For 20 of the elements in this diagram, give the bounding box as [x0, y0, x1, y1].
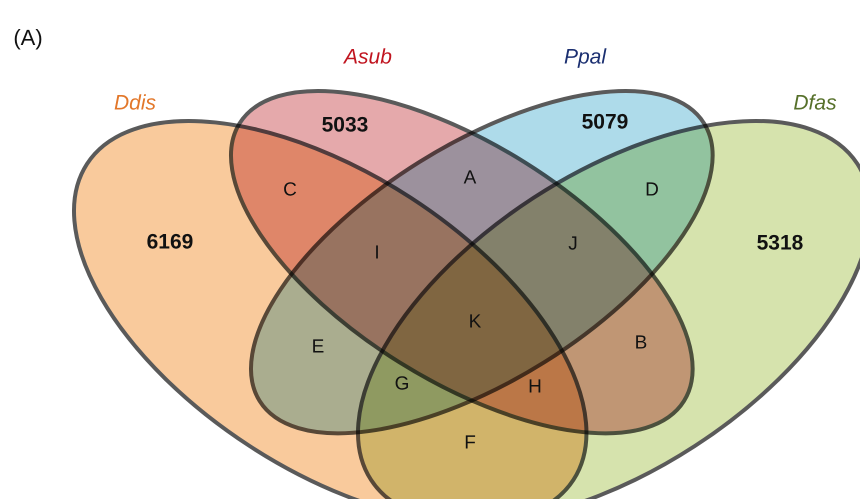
- region-label: A: [464, 168, 476, 188]
- region-label: C: [283, 180, 297, 200]
- set-name: Asub: [344, 46, 392, 68]
- panel-label: (A): [13, 27, 43, 49]
- set-count: 5079: [582, 111, 628, 132]
- region-label: D: [645, 180, 659, 200]
- set-name: Ppal: [564, 46, 606, 68]
- set-name: Ddis: [114, 92, 156, 114]
- region-label: J: [568, 234, 578, 254]
- set-count: 5033: [322, 114, 368, 136]
- region-label: B: [634, 334, 648, 352]
- region-label: G: [394, 374, 410, 394]
- region-label: H: [528, 378, 542, 396]
- region-label: K: [468, 312, 482, 332]
- region-label: F: [464, 434, 476, 452]
- region-label: I: [374, 244, 380, 262]
- set-name: Dfas: [793, 92, 837, 114]
- set-count: 6169: [146, 231, 194, 252]
- region-label: E: [312, 338, 324, 356]
- set-count: 5318: [756, 232, 804, 254]
